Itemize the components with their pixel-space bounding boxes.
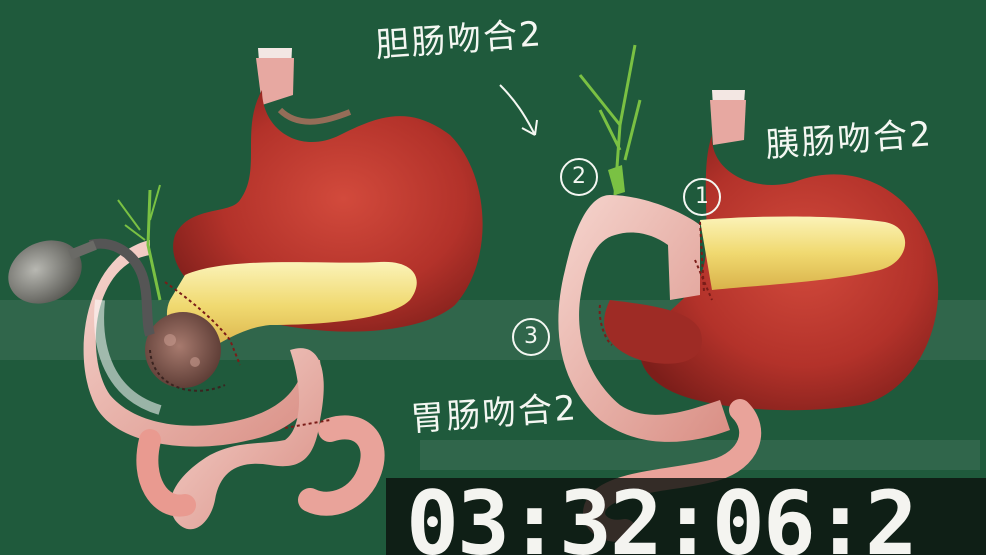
tumor xyxy=(145,312,221,388)
left-organ-illustration xyxy=(8,48,483,530)
marker-1: 1 xyxy=(683,178,721,216)
annotation-arrow xyxy=(499,84,538,136)
gastrojejunal-anastomosis xyxy=(604,300,702,364)
marker-2: 2 xyxy=(560,158,598,196)
timer-bar: 03:32:06:2 xyxy=(386,478,986,555)
left-pancreas xyxy=(166,261,417,351)
right-pancreas xyxy=(700,216,906,290)
timer-display: 03:32:06:2 xyxy=(406,478,918,555)
gallbladder xyxy=(8,240,82,304)
right-jejunum xyxy=(558,195,730,442)
marker-3: 3 xyxy=(512,318,550,356)
left-jejunum xyxy=(170,348,324,530)
